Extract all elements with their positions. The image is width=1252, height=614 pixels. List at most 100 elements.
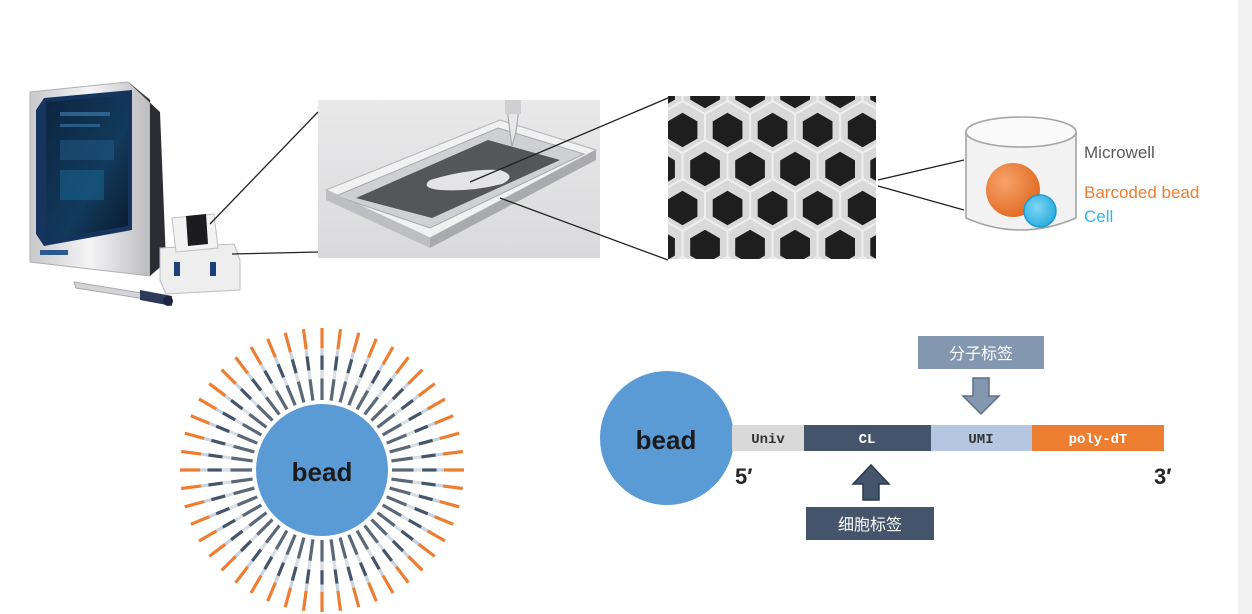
oligo-segment [335,583,340,592]
microwell-cell [750,335,795,387]
oligo-segment [305,569,311,584]
oligo-segment [249,397,259,407]
oligo-segment [391,539,405,553]
microwell-hole [690,96,720,109]
microwell-hole [803,269,833,303]
oligo-segment [249,574,263,594]
oligo-segment [274,529,289,551]
segment-label-umi: UMI [968,432,993,448]
up-arrow-icon [851,463,891,501]
oligo-segment [259,541,268,551]
oligo-segment [435,452,444,457]
microwell-hole [623,113,653,147]
oligo-segment [336,328,343,350]
zoom-line [877,185,965,211]
oligo-segment [381,574,395,594]
bead-label-left: bead [292,457,353,487]
microwell-hole [825,229,855,259]
microwell-cell [705,335,750,387]
oligo-segment [391,456,414,463]
oligo-segment [208,453,223,459]
oligo-segment [412,480,422,485]
microwell-hole [757,190,788,226]
oligo-segment [220,555,237,572]
cell-tag-callout: 细胞标签 [806,463,934,540]
oligo-segment [421,453,436,459]
oligo-segment [344,372,350,382]
oligo-segment [355,376,362,387]
microwell-hole [848,347,878,381]
oligo-segment [288,351,294,360]
microwell-hole [825,308,855,342]
oligo-segment [301,590,308,612]
oligo-segment [248,412,268,429]
oligo-segment [305,356,311,371]
microwell-hole [960,230,990,264]
cell-shape [1023,194,1057,228]
oligo-segment [346,358,354,374]
oligo-segment [224,538,232,546]
oligo-segment [266,581,277,602]
oligo-segment [234,382,243,391]
oligo-segment [358,363,368,379]
oligo-segment [435,483,444,488]
microwell-hole [712,190,743,226]
bead-label-right: bead [636,425,697,455]
oligo-segment [198,397,218,411]
oligo-segment [400,418,410,426]
barcode-construct: Univ CL UMI poly-dT [732,425,1164,451]
oligo-segment [200,483,209,488]
zoom-line [231,251,319,255]
oligo-segment [347,384,359,406]
oligo-segment [294,558,300,568]
oligo-segment [230,456,253,463]
microwell-hole [758,269,788,303]
oligo-segment [203,498,212,504]
oligo-segment [285,384,297,406]
microwell-hole [713,35,743,69]
oligo-segment [433,515,454,526]
microwell-hole [983,269,1013,303]
oligo-segment [304,583,309,592]
oligo-segment [222,455,232,460]
microwell-hole [825,96,855,109]
oligo-segment [358,561,368,577]
microwell-hole [713,347,743,381]
oligo-segment [304,348,309,357]
microwell-hole [735,151,765,187]
oligo-segment [370,369,381,384]
oligo-segment [413,424,429,434]
oligo-segment [363,524,380,544]
oligo-segment [439,431,460,441]
oligo-segment [282,376,289,387]
microwell-cell [863,296,908,348]
oligo-segment [180,484,202,491]
oligo-segment [239,387,253,401]
oligo-segment [347,534,359,556]
microwell-cell [705,23,750,75]
oligo-segment [364,575,371,584]
microwell-cell [722,255,733,259]
oligo-segment [390,560,398,568]
cell-tag-box [806,507,934,540]
oligo-segment [230,477,253,484]
oligo-segment [290,358,298,374]
microwell-hole [758,347,788,381]
microwell-cell [908,62,953,114]
oligo-segment [259,568,267,577]
oligo-segment [376,511,396,528]
oligo-segment [233,486,255,496]
oligo-segment [180,449,202,456]
oligo-segment [426,397,446,411]
microwell-hole [938,191,968,225]
microwell-hole [712,112,743,148]
microwell-cell [885,257,930,309]
oligo-segment [381,346,395,366]
cell-tag-label: 细胞标签 [838,515,902,534]
bead-circle-left [256,404,388,536]
microwell-cell [840,335,885,387]
oligo-segment [350,351,356,360]
molecular-tag-box [918,336,1044,369]
oligo-segment [333,569,339,584]
oligo-segment [294,372,300,382]
